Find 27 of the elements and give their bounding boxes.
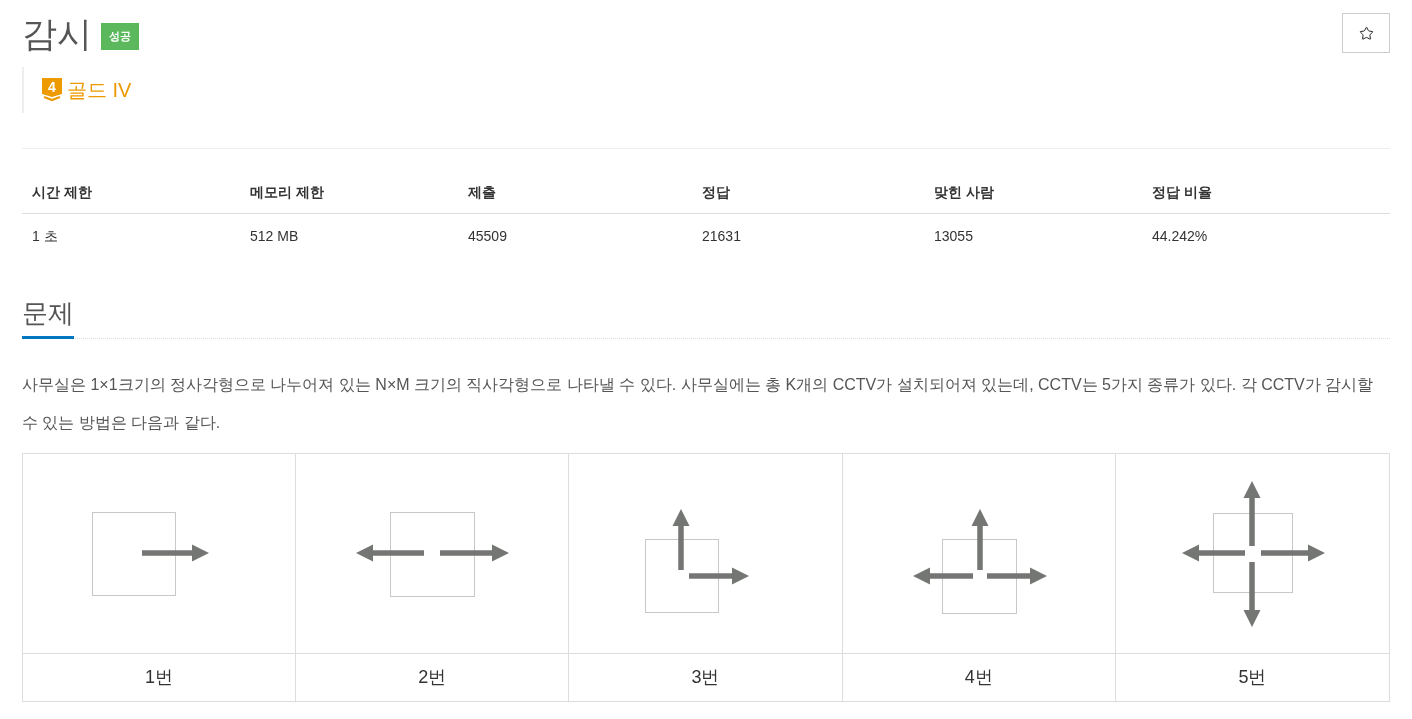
- camera-type-label: 5번: [1238, 666, 1267, 689]
- grid-square: [390, 512, 476, 597]
- stat-header: 정답: [702, 183, 730, 200]
- camera-type-label: 4번: [964, 666, 993, 689]
- grid-square: [92, 512, 176, 596]
- camera-type-label: 2번: [418, 666, 447, 689]
- grid-square: [941, 539, 1017, 614]
- stat-header: 맞힌 사람: [934, 183, 994, 200]
- tier-label: 골드 IV: [67, 78, 132, 103]
- problem-title: 감시: [22, 13, 92, 55]
- stat-header: 제출: [468, 183, 496, 200]
- stat-value: 21631: [702, 228, 741, 244]
- stat-value: 512 MB: [250, 228, 299, 244]
- stat-value: 1 초: [32, 228, 58, 244]
- status-badge: 성공: [101, 22, 139, 50]
- stat-value: 44.242%: [1152, 228, 1208, 244]
- camera-type-label: 1번: [145, 666, 174, 689]
- problem-statement: 사무실은 1×1크기의 정사각형으로 나누어져 있는 N×M 크기의 직사각형으로 나타낼 수 있다. 사무실에는 총 K개의 CCTV가 설치되어져 있는데, CCTV는 5가지 종류가 있다. 각 CCTV가 감시할 수 있는 방법은 다음과 같다.: [22, 375, 1375, 433]
- section-heading: 문제: [22, 296, 74, 339]
- stat-header: 메모리 제한: [250, 183, 324, 200]
- stat-value: 13055: [934, 228, 973, 244]
- stat-header: 시간 제한: [32, 183, 92, 200]
- grid-square: [1212, 513, 1293, 593]
- stat-header: 정답 비율: [1152, 183, 1212, 200]
- stat-value: 45509: [468, 228, 507, 244]
- camera-type-label: 3번: [691, 666, 720, 689]
- grid-square: [645, 539, 720, 613]
